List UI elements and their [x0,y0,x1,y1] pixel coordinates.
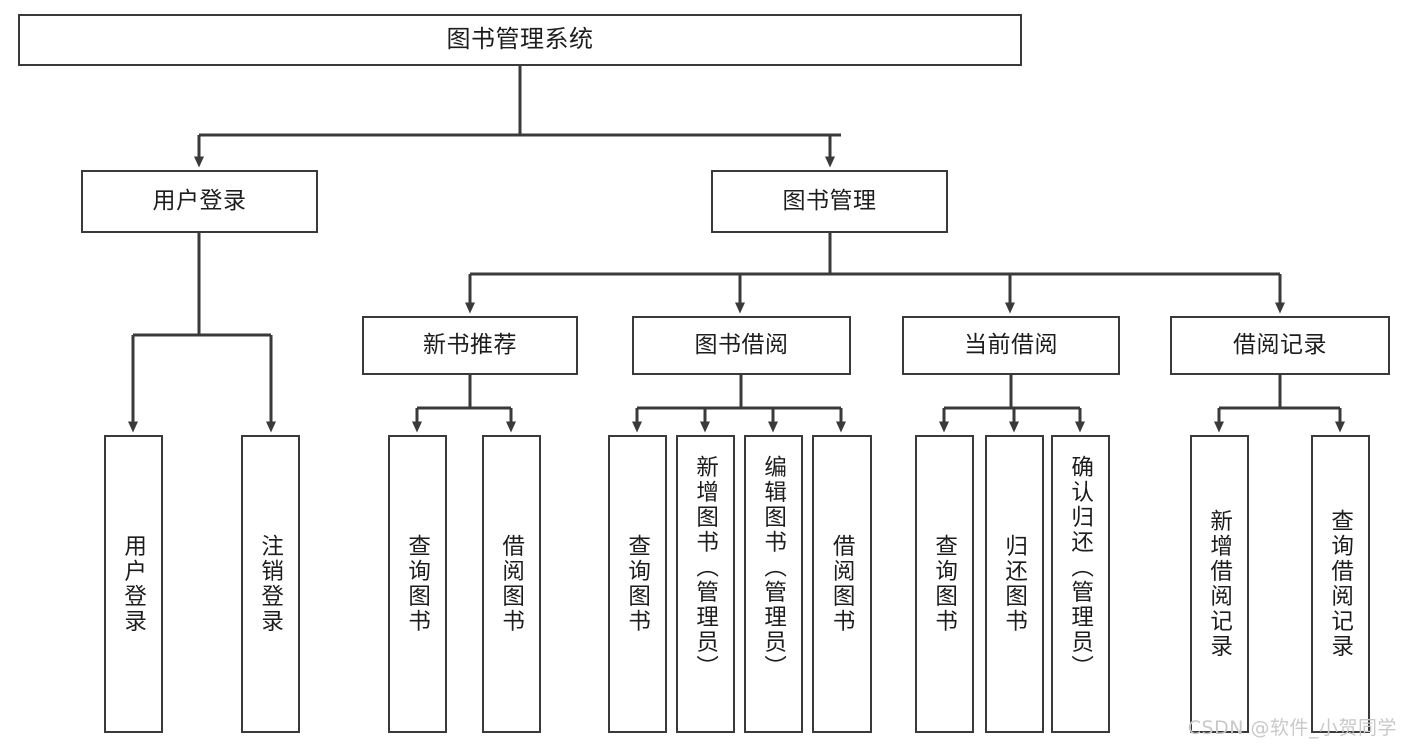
node-book-borrow[interactable]: 图书借阅 [632,316,851,375]
node-label: 归还图书 [1001,534,1028,634]
node-label: 编辑图书（管理员） [760,455,787,680]
leaf-add-borrow-record[interactable]: 新增借阅记录 [1190,435,1249,733]
leaf-query-book-recommend[interactable]: 查询图书 [388,435,447,733]
leaf-add-book-admin[interactable]: 新增图书（管理员） [676,435,735,733]
leaf-logout[interactable]: 注销登录 [241,435,300,733]
leaf-borrow-book[interactable]: 借阅图书 [812,435,872,733]
node-label: 查询图书 [624,534,651,634]
node-label: 借阅记录 [1233,332,1327,359]
node-label: 图书管理 [782,188,877,215]
leaf-edit-book-admin[interactable]: 编辑图书（管理员） [744,435,803,733]
node-label: 查询图书 [931,534,958,634]
node-label: 查询图书 [404,534,431,634]
node-label: 注销登录 [257,534,284,634]
leaf-return-book[interactable]: 归还图书 [985,435,1044,733]
csdn-watermark: CSDN @软件_小贺同学 [1187,717,1397,739]
node-label: 用户登录 [152,188,247,215]
node-label: 图书管理系统 [446,25,594,54]
leaf-query-borrow-record[interactable]: 查询借阅记录 [1311,435,1370,733]
node-label: 新增图书（管理员） [692,455,719,680]
node-user-login[interactable]: 用户登录 [81,170,318,233]
leaf-query-book-current[interactable]: 查询图书 [915,435,974,733]
leaf-query-book-borrow[interactable]: 查询图书 [608,435,667,733]
node-label: 新书推荐 [423,332,517,359]
leaf-confirm-return-admin[interactable]: 确认归还（管理员） [1051,435,1110,733]
node-label: 查询借阅记录 [1327,509,1354,659]
node-label: 用户登录 [120,534,147,634]
node-label: 借阅图书 [829,534,856,634]
node-borrow-record[interactable]: 借阅记录 [1170,316,1390,375]
leaf-borrow-book-recommend[interactable]: 借阅图书 [482,435,541,733]
node-label: 当前借阅 [964,332,1058,359]
node-book-management[interactable]: 图书管理 [711,170,948,233]
node-label: 借阅图书 [498,534,525,634]
node-current-borrow[interactable]: 当前借阅 [902,316,1120,375]
node-label: 确认归还（管理员） [1067,455,1094,680]
leaf-user-login[interactable]: 用户登录 [104,435,163,733]
node-root-book-management-system[interactable]: 图书管理系统 [18,14,1022,66]
node-new-book-recommend[interactable]: 新书推荐 [362,316,578,375]
node-label: 图书借阅 [694,332,789,359]
node-label: 新增借阅记录 [1206,509,1233,659]
